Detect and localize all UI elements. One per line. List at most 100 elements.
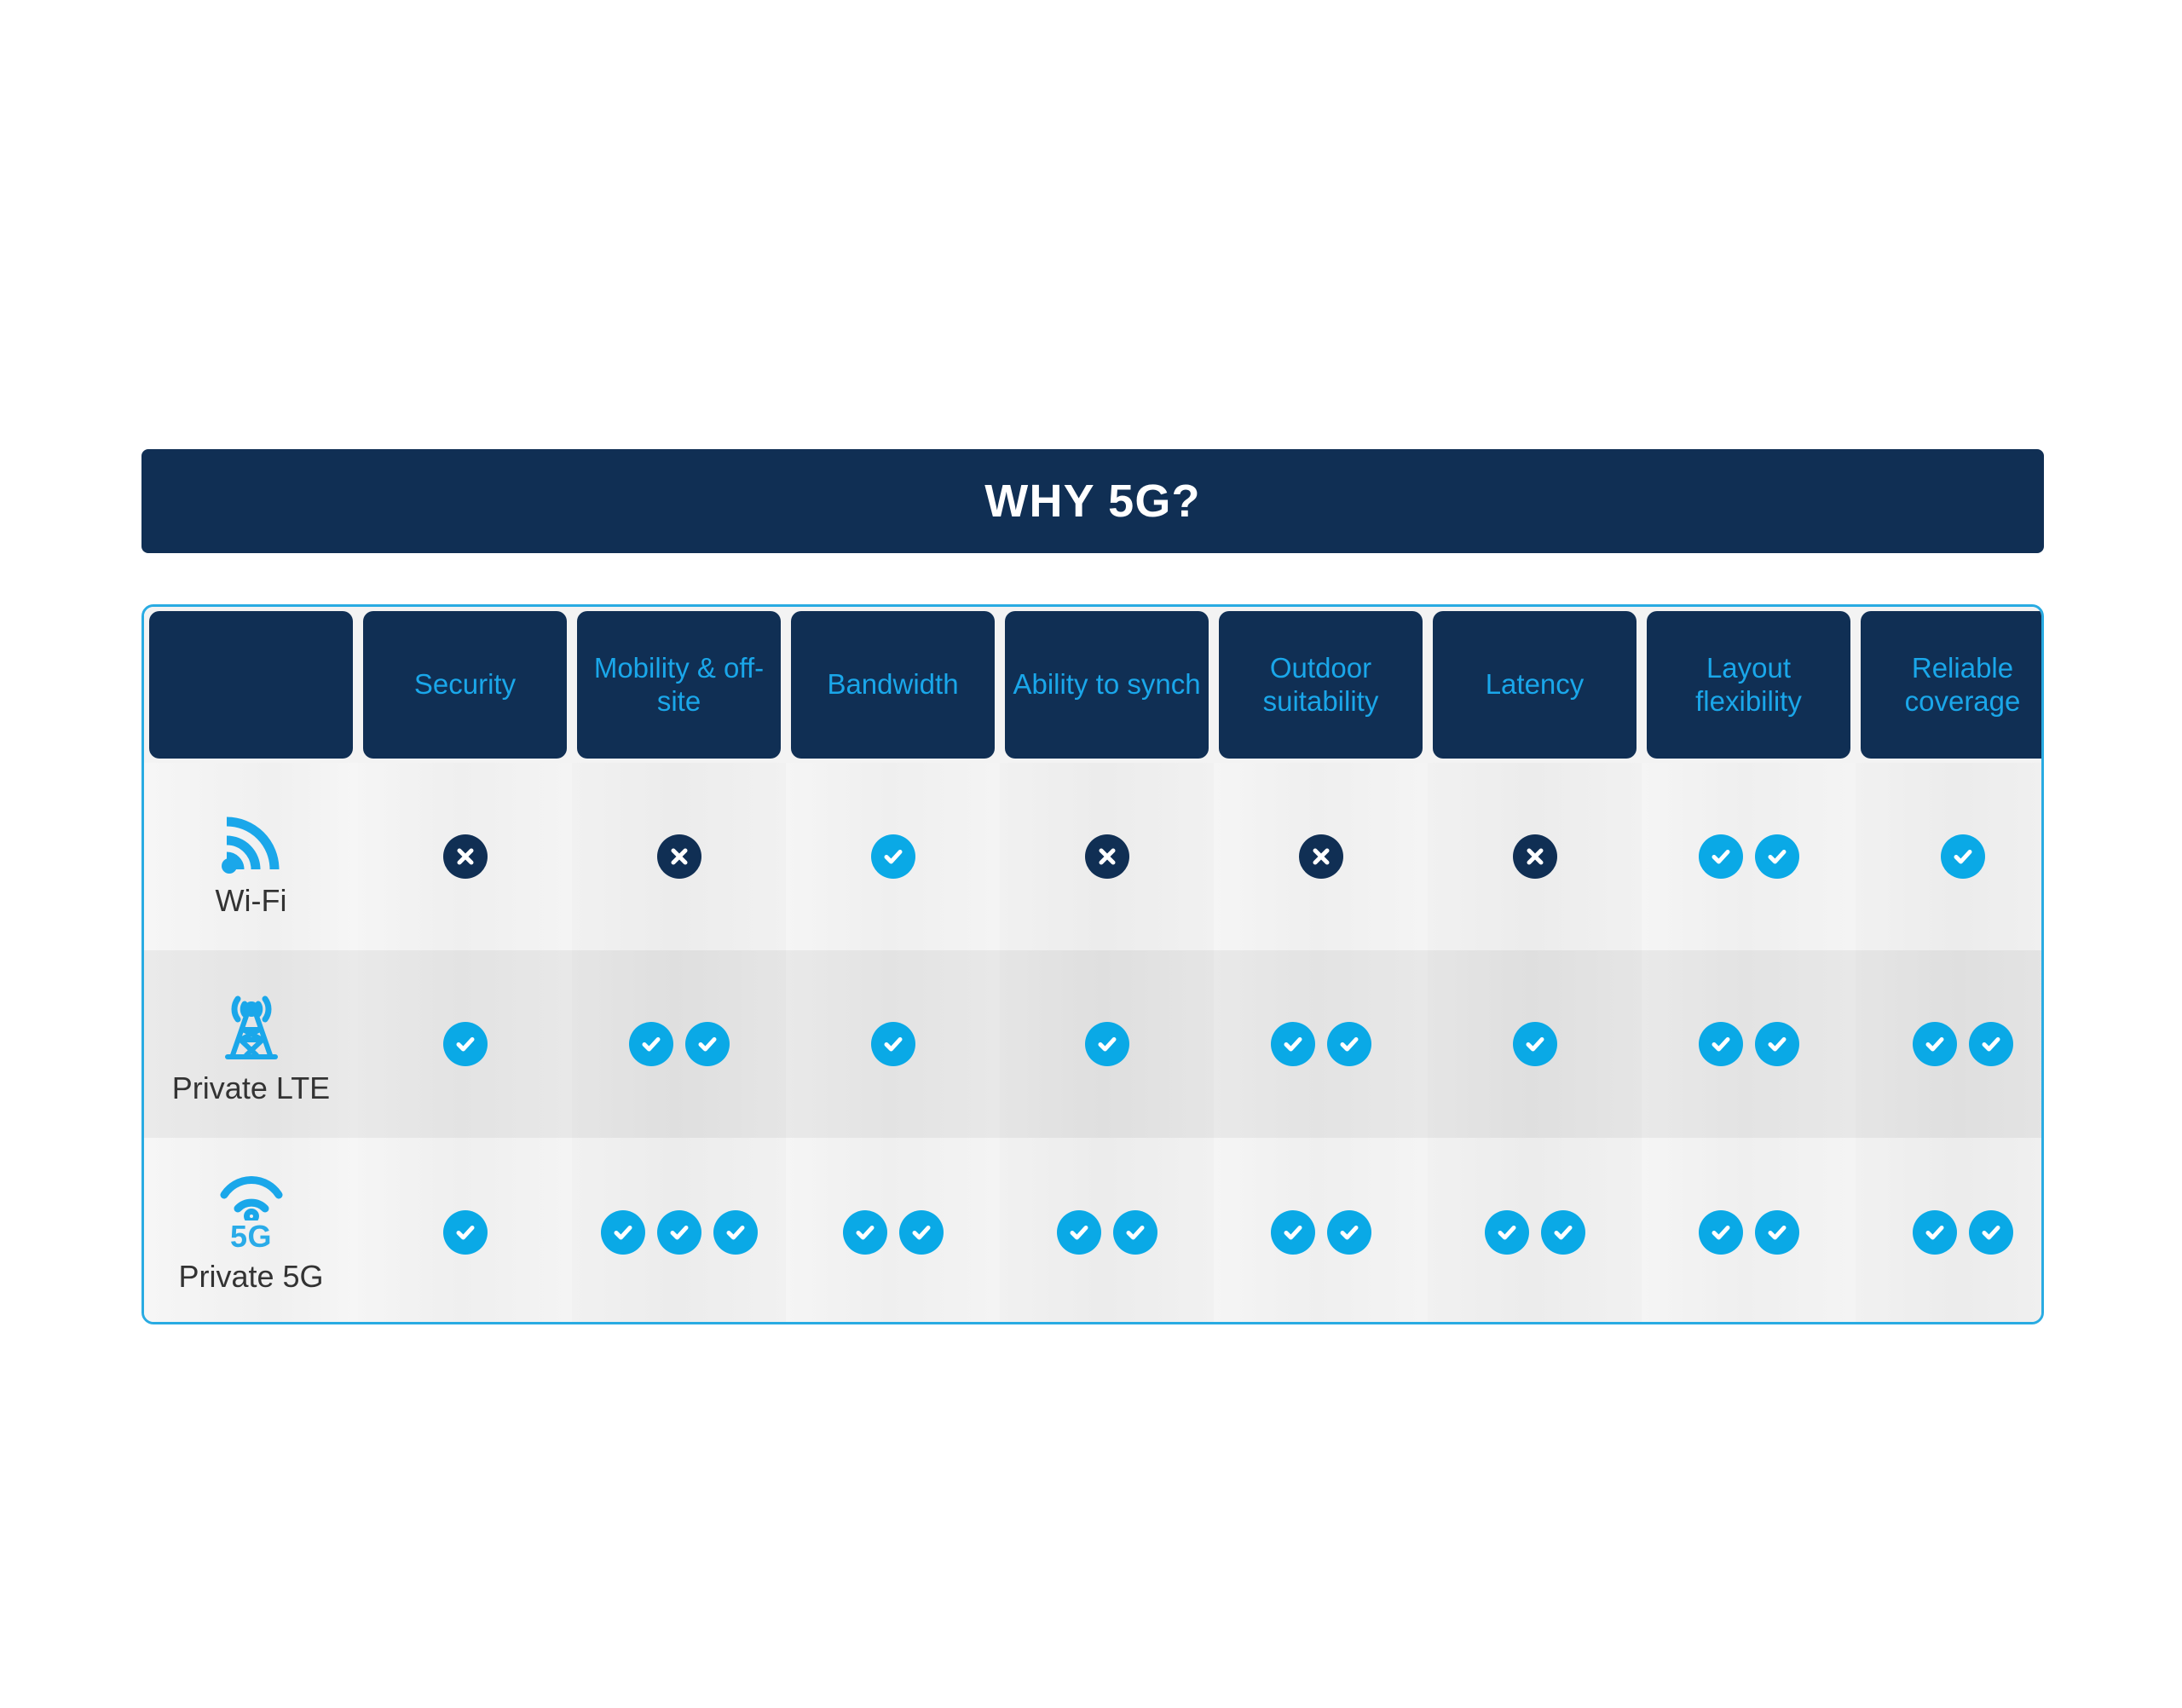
cell-wifi-outdoor-suitability: [1214, 763, 1428, 950]
five-g-caption: 5G: [229, 1219, 273, 1254]
row-label-text: Private LTE: [171, 1070, 331, 1105]
header-cell-bandwidth[interactable]: Bandwidth: [786, 607, 1000, 763]
marks-group: [600, 1210, 758, 1255]
check-icon: [1698, 1022, 1743, 1066]
marks-group: [870, 834, 915, 879]
row-label-private-5g: 5G Private 5G: [144, 1138, 358, 1322]
check-icon: [1056, 1210, 1101, 1255]
check-icon: [1754, 834, 1799, 879]
marks-group: [442, 1022, 488, 1066]
check-icon: [1084, 1022, 1129, 1066]
page-title: WHY 5G?: [984, 476, 1201, 527]
check-icon: [1912, 1210, 1957, 1255]
marks-group: [1084, 834, 1129, 879]
check-icon: [1270, 1022, 1315, 1066]
marks-group: [1940, 834, 1985, 879]
header-label-security: Security: [413, 668, 517, 701]
cell-wifi-mobility-offsite: [572, 763, 786, 950]
check-icon: [1940, 834, 1985, 879]
banner: WHY 5G?: [141, 449, 2044, 553]
check-icon: [600, 1210, 645, 1255]
header-cell-mobility-offsite[interactable]: Mobility & off-site: [572, 607, 786, 763]
cell-wifi-bandwidth: [786, 763, 1000, 950]
check-icon: [1754, 1210, 1799, 1255]
check-icon: [442, 1022, 488, 1066]
cell-5g-bandwidth: [786, 1138, 1000, 1322]
cell-5g-ability-to-synch: [1000, 1138, 1214, 1322]
cell-5g-mobility-offsite: [572, 1138, 786, 1322]
row-label-text: Private 5G: [178, 1259, 324, 1294]
check-icon: [1698, 834, 1743, 879]
marks-group: [870, 1022, 915, 1066]
cross-icon: [1298, 834, 1343, 879]
check-icon: [842, 1210, 887, 1255]
marks-group: [442, 1210, 488, 1255]
header-label-mobility-offsite: Mobility & off-site: [593, 651, 765, 717]
header-cell-outdoor-suitability[interactable]: Outdoor suitability: [1214, 607, 1428, 763]
marks-group: [1298, 834, 1343, 879]
check-icon: [898, 1210, 944, 1255]
header-cell-ability-to-synch[interactable]: Ability to synch: [1000, 607, 1214, 763]
header-label-latency: Latency: [1485, 668, 1585, 701]
cell-lte-ability-to-synch: [1000, 950, 1214, 1138]
check-icon: [1968, 1022, 2013, 1066]
marks-group: [1270, 1210, 1371, 1255]
header-label-bandwidth: Bandwidth: [827, 668, 959, 701]
cell-tower-icon: [212, 982, 291, 1064]
check-icon: [684, 1022, 730, 1066]
check-icon: [870, 834, 915, 879]
marks-group: [1270, 1022, 1371, 1066]
marks-group: [1912, 1210, 2013, 1255]
check-icon: [1484, 1210, 1529, 1255]
marks-group: [842, 1210, 944, 1255]
cross-icon: [1512, 834, 1557, 879]
check-icon: [1326, 1210, 1371, 1255]
check-icon: [1270, 1210, 1315, 1255]
cell-wifi-security: [358, 763, 572, 950]
header-cell-latency[interactable]: Latency: [1428, 607, 1642, 763]
cross-icon: [442, 834, 488, 879]
row-label-text: Wi-Fi: [215, 883, 287, 918]
check-icon: [870, 1022, 915, 1066]
comparison-table: Security Mobility & off-site Bandwidth A…: [141, 604, 2044, 1324]
marks-group: [1512, 834, 1557, 879]
cell-lte-layout-flexibility: [1642, 950, 1856, 1138]
table-header-row: Security Mobility & off-site Bandwidth A…: [144, 607, 2041, 763]
header-cell-security[interactable]: Security: [358, 607, 572, 763]
header-label-reliable-coverage: Reliable coverage: [1904, 651, 2021, 717]
check-icon: [656, 1210, 701, 1255]
header-cell-layout-flexibility[interactable]: Layout flexibility: [1642, 607, 1856, 763]
cell-wifi-reliable-coverage: [1856, 763, 2041, 950]
wifi-corner-icon: [215, 794, 288, 876]
cell-wifi-ability-to-synch: [1000, 763, 1214, 950]
cell-5g-security: [358, 1138, 572, 1322]
marks-group: [442, 834, 488, 879]
marks-group: [1484, 1210, 1585, 1255]
check-icon: [442, 1210, 488, 1255]
check-icon: [1754, 1022, 1799, 1066]
cell-lte-bandwidth: [786, 950, 1000, 1138]
check-icon: [1698, 1210, 1743, 1255]
cell-5g-layout-flexibility: [1642, 1138, 1856, 1322]
cross-icon: [656, 834, 701, 879]
cell-lte-outdoor-suitability: [1214, 950, 1428, 1138]
cell-lte-latency: [1428, 950, 1642, 1138]
header-cell-reliable-coverage[interactable]: Reliable coverage: [1856, 607, 2041, 763]
header-label-layout-flexibility: Layout flexibility: [1695, 651, 1802, 717]
cross-icon: [1084, 834, 1129, 879]
check-icon: [628, 1022, 673, 1066]
cell-5g-latency: [1428, 1138, 1642, 1322]
marks-group: [1698, 1210, 1799, 1255]
check-icon: [713, 1210, 758, 1255]
check-icon: [1540, 1210, 1585, 1255]
wifi-5g-icon: [216, 1176, 287, 1225]
table-row: Private LTE: [144, 950, 2041, 1138]
cell-lte-security: [358, 950, 572, 1138]
marks-group: [1084, 1022, 1129, 1066]
check-icon: [1912, 1022, 1957, 1066]
check-icon: [1512, 1022, 1557, 1066]
marks-group: [1512, 1022, 1557, 1066]
cell-wifi-layout-flexibility: [1642, 763, 1856, 950]
header-label-ability-to-synch: Ability to synch: [1013, 668, 1201, 701]
